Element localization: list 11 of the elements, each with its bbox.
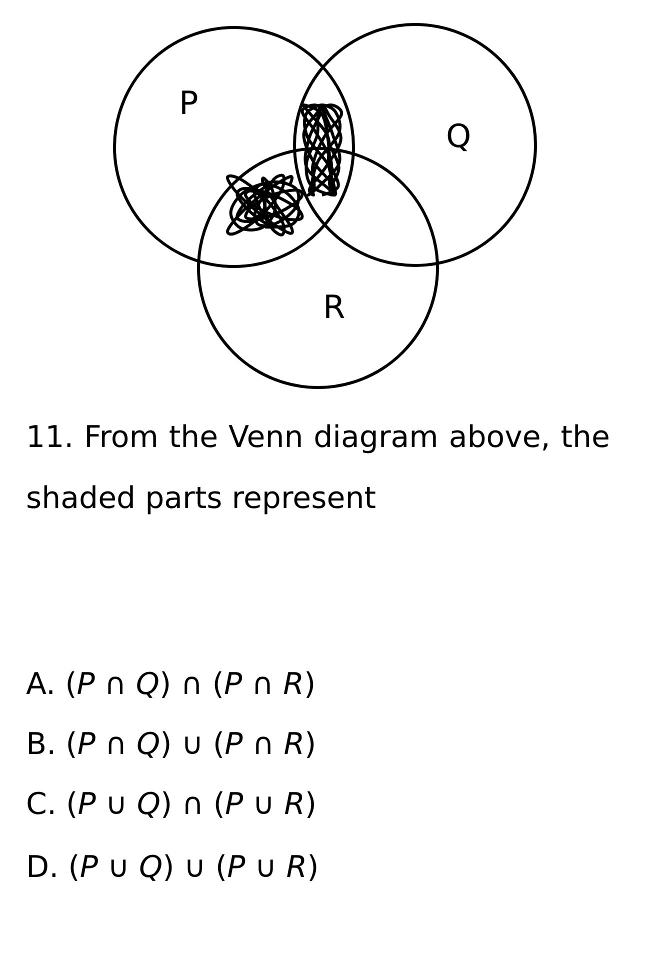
set-label: Q: [446, 120, 472, 152]
set-label: R: [323, 291, 346, 323]
answer-option: D. (P ∪ Q) ∪ (P ∪ R): [26, 848, 319, 888]
set-label: P: [179, 87, 198, 119]
set-circle: [293, 23, 537, 267]
answer-option: A. (P ∩ Q) ∩ (P ∩ R): [26, 665, 316, 705]
set-circle: [197, 147, 439, 389]
question-text: 11. From the Venn diagram above, the shaded parts represent: [26, 419, 610, 518]
set-circle: [113, 26, 355, 268]
answer-option: B. (P ∩ Q) ∪ (P ∩ R): [26, 725, 316, 765]
answer-option: C. (P ∪ Q) ∩ (P ∪ R): [26, 785, 317, 825]
